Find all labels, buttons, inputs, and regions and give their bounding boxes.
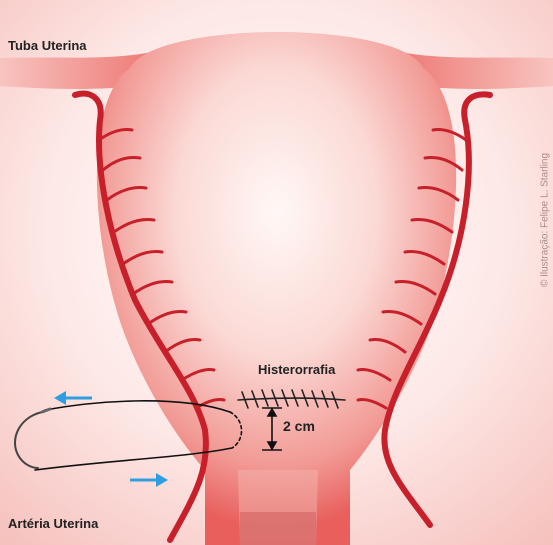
label-tuba-uterina: Tuba Uterina bbox=[8, 38, 87, 53]
illustration-credit: © Ilustração: Felipe L. Starling bbox=[538, 110, 552, 330]
credit-text: © Ilustração: Felipe L. Starling bbox=[540, 153, 551, 287]
label-arteria-uterina: Artéria Uterina bbox=[8, 516, 98, 531]
label-histerorrafia: Histerorrafia bbox=[258, 362, 335, 377]
cervical-canal bbox=[240, 512, 316, 545]
label-distance: 2 cm bbox=[283, 418, 315, 434]
